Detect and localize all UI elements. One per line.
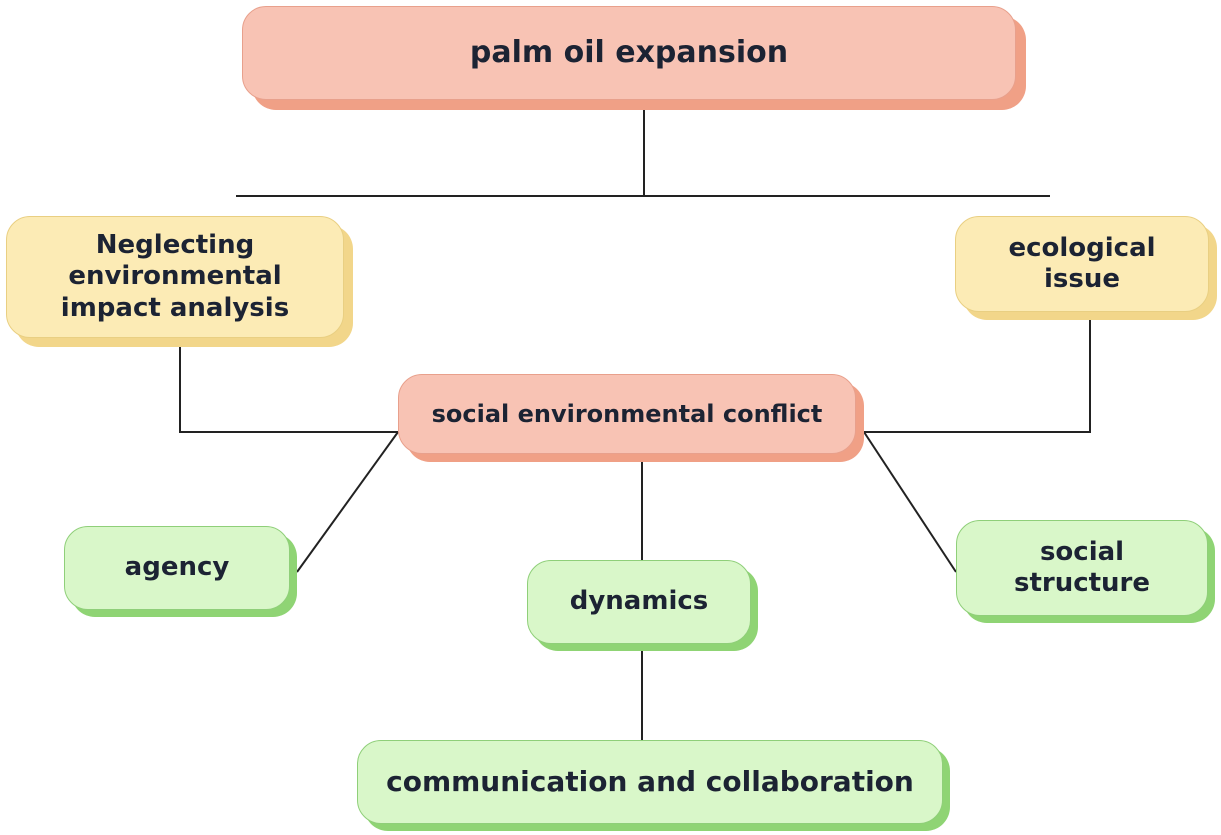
node-communication-and-collaboration: communication and collaboration bbox=[357, 740, 943, 824]
node-agency: agency bbox=[64, 526, 290, 610]
node-label: social environmental conflict bbox=[431, 399, 823, 428]
edge-conflict-to-agency bbox=[296, 431, 399, 573]
node-social-structure: social structure bbox=[956, 520, 1208, 616]
node-palm-oil-expansion: palm oil expansion bbox=[242, 6, 1016, 100]
node-neglecting-environmental-impact-analysis: Neglecting environmental impact analysis bbox=[6, 216, 344, 338]
edge-ecological-to-conflict bbox=[864, 320, 1091, 433]
node-label: dynamics bbox=[569, 586, 709, 617]
node-label: social structure bbox=[1013, 536, 1151, 598]
node-social-environmental-conflict: social environmental conflict bbox=[398, 374, 856, 454]
edge-neglecting-to-conflict bbox=[179, 346, 398, 433]
node-ecological-issue: ecological issue bbox=[955, 216, 1209, 312]
node-label: ecological issue bbox=[1008, 232, 1156, 294]
node-dynamics: dynamics bbox=[527, 560, 751, 644]
edge-conflict-to-social-structure bbox=[863, 431, 957, 573]
node-label: palm oil expansion bbox=[469, 35, 789, 70]
node-label: Neglecting environmental impact analysis bbox=[60, 230, 290, 323]
node-label: communication and collaboration bbox=[386, 765, 914, 799]
node-label: agency bbox=[124, 552, 230, 583]
